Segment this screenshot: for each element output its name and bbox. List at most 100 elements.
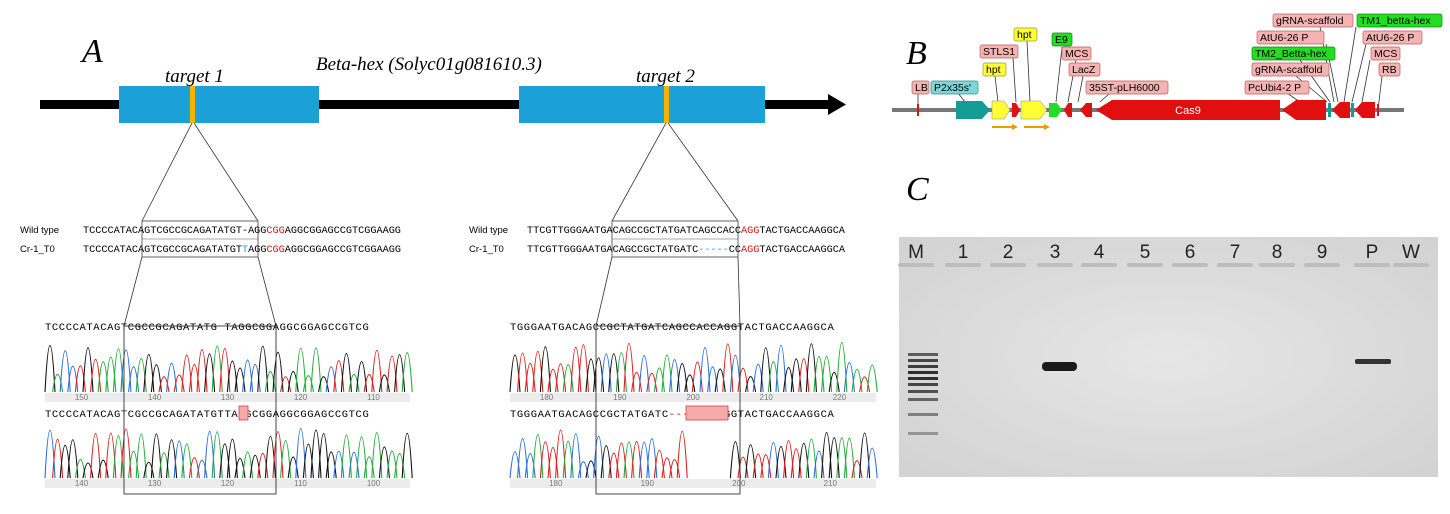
- gel-well: [1259, 263, 1295, 267]
- wt-sequence: TTCGTTGGGAATGACAGCCGCTATGATCAGCCACCAGGTA…: [527, 226, 846, 237]
- lane-label: 2: [1003, 242, 1014, 263]
- tick-label: 140: [75, 479, 89, 488]
- wt-sequence: TCCCCATACAGTCGCCGCAGATATGT-AGGCGGAGGCGGA…: [83, 226, 401, 237]
- tick-label: 100: [367, 479, 381, 488]
- chrom-top-sequence: TCCCCATACAGTCGCCGCAGATATG TAGGCGGAGGCGGA…: [45, 322, 369, 334]
- lane-label: 8: [1272, 242, 1283, 263]
- target-2-marker: [664, 86, 669, 123]
- feature-label-35st: 35ST-pLH6000: [1089, 82, 1160, 94]
- gene-arrowhead: [828, 94, 846, 115]
- gel-well: [1172, 263, 1208, 267]
- lb-marker: [917, 104, 919, 116]
- feature-labels: LB P2x35s' hpt STLS1 hpt E9 MCS LacZ 35S…: [912, 14, 1442, 94]
- mutant-sequence: TTCGTTGGGAATGACAGCCGCTATGATC-----CCAGGTA…: [527, 245, 846, 256]
- primer-arrowhead: [1044, 124, 1050, 130]
- chromatogram-trace: [510, 343, 877, 392]
- zoom-line: [258, 257, 276, 326]
- feature-label-e9: E9: [1055, 34, 1068, 46]
- chromatogram-trace: [510, 430, 877, 478]
- zoom-line: [596, 257, 612, 326]
- tick-label: 130: [148, 479, 162, 488]
- gel-well: [990, 263, 1026, 267]
- tick-label: 110: [294, 479, 307, 488]
- gel-well: [1081, 263, 1117, 267]
- gel-well: [1304, 263, 1340, 267]
- chromatogram-2: TGGGAATGACAGCCGCTATGATCAGCCACCAGGTACTGAC…: [510, 322, 877, 494]
- alignment-2: Wild type Cr-1_T0 TTCGTTGGGAATGACAGCCGCT…: [469, 221, 846, 257]
- e9-feature: [1049, 103, 1062, 117]
- zoom-line: [612, 123, 666, 221]
- tick-label: 210: [760, 393, 774, 402]
- tick-label: 120: [294, 393, 308, 402]
- zoom-line: [668, 123, 738, 221]
- chromatogram-trace: [45, 345, 412, 392]
- zoom-line: [142, 123, 192, 221]
- tick-label: 120: [221, 479, 235, 488]
- cas9-label: Cas9: [1175, 105, 1201, 117]
- tick-label: 200: [732, 479, 746, 488]
- lane-label: 3: [1050, 242, 1061, 263]
- tick-label: 110: [367, 393, 380, 402]
- lane-label: 1: [958, 242, 969, 263]
- gel-well: [898, 263, 934, 267]
- chrom-bottom-sequence: TGGGAATGACAGCCGCTATGATC-----CCAGGTACTGAC…: [510, 409, 834, 421]
- mutant-sequence: TCCCCATACAGTCGCCGCAGATATGTTAGGCGGAGGCGGA…: [83, 245, 401, 256]
- lane-label: W: [1402, 242, 1420, 263]
- exon-2: [519, 86, 765, 123]
- gel-well: [1354, 263, 1390, 267]
- gRNA-scaffold-feature: [1328, 103, 1331, 117]
- lane-label: 6: [1185, 242, 1196, 263]
- zoom-line: [124, 257, 142, 326]
- panel-b: B: [892, 14, 1442, 130]
- tick-bar: [510, 479, 876, 488]
- wt-label: Wild type: [469, 225, 508, 236]
- feature-label-stls1: STLS1: [983, 46, 1015, 58]
- tick-label: 130: [221, 393, 235, 402]
- lane-label: P: [1366, 242, 1379, 263]
- feature-label-grna-scaffold: gRNA-scaffold: [1276, 15, 1344, 27]
- deletion-highlight: [686, 406, 728, 420]
- feature-label-tm2: TM2_Betta-hex: [1255, 48, 1328, 60]
- zoom-line: [194, 123, 258, 221]
- feature-label-hpt: hpt: [1017, 29, 1032, 41]
- tick-label: 150: [75, 393, 89, 402]
- gel-band-lane-p: [1355, 359, 1391, 364]
- primer-arrowhead: [1012, 124, 1018, 130]
- feature-label-grna-scaffold: gRNA-scaffold: [1255, 64, 1323, 76]
- gel-well: [1037, 263, 1073, 267]
- p2x35s-feature: [956, 101, 990, 119]
- target-2-label: target 2: [636, 66, 695, 87]
- chrom-top-sequence: TGGGAATGACAGCCGCTATGATCAGCCACCAGGTACTGAC…: [510, 322, 834, 334]
- chromatogram-1: TCCCCATACAGTCGCCGCAGATATG TAGGCGGAGGCGGA…: [45, 322, 412, 494]
- feature-label-hpt: hpt: [986, 64, 1001, 76]
- hpt-feature: [1021, 101, 1047, 119]
- tick-label: 210: [824, 479, 838, 488]
- atu6-feature: [1355, 102, 1375, 118]
- tick-label: 220: [833, 393, 847, 402]
- target-1-label: target 1: [165, 66, 224, 87]
- gene-title: Beta-hex (Solyc01g081610.3): [316, 54, 542, 75]
- tick-label: 190: [613, 393, 627, 402]
- tick-label: 180: [540, 393, 554, 402]
- zoom-line: [738, 257, 740, 326]
- gel-well: [1217, 263, 1253, 267]
- chrom-bottom-sequence: TCCCCATACAGTCGCCGCAGATATGTTAGGCGGAGGCGGA…: [45, 409, 369, 421]
- insertion-highlight: [239, 406, 248, 420]
- lacz-feature: [1080, 103, 1092, 117]
- gel-well: [945, 263, 981, 267]
- lane-label: 9: [1317, 242, 1328, 263]
- lane-label: 4: [1094, 242, 1105, 263]
- trace-peak: [867, 448, 877, 478]
- chromatogram-trace: [45, 429, 412, 479]
- rb-marker: [1377, 104, 1379, 116]
- mutant-label: Cr-1_T0: [469, 244, 504, 255]
- feature-label-p2x35s: P2x35s': [934, 82, 971, 94]
- feature-label-mcs: MCS: [1374, 48, 1397, 60]
- feature-label-rb: RB: [1382, 64, 1397, 76]
- hpt-feature: [992, 101, 1010, 119]
- feature-label-pcubi: PcUbi4-2 P: [1248, 82, 1301, 94]
- lane-label: 7: [1230, 242, 1241, 263]
- pcubi-feature: [1282, 100, 1326, 120]
- lane-label: M: [908, 242, 924, 263]
